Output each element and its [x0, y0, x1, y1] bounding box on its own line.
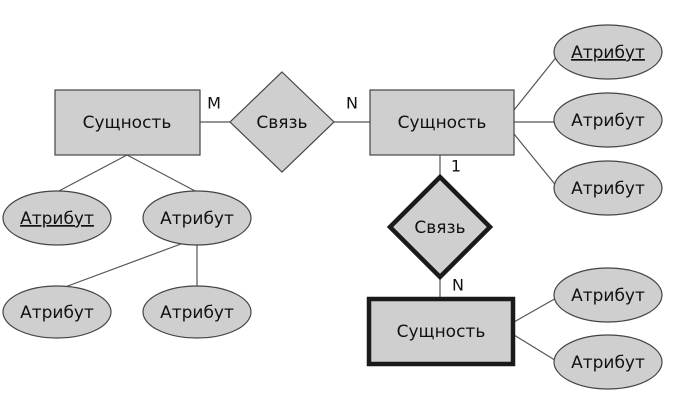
attribute-right-2: Атрибут	[553, 92, 663, 148]
attribute-weak-2-ellipse	[553, 334, 663, 390]
cardinality-one: 1	[451, 157, 461, 176]
attribute-right-key: Атрибут	[553, 24, 663, 80]
cardinality-right-n: N	[346, 94, 358, 113]
relationship-top-label: Связь	[256, 113, 307, 133]
relationship-top-diamond	[229, 71, 335, 173]
attribute-weak-2-label: Атрибут	[571, 353, 645, 373]
edge-entity-left-to-key	[56, 154, 128, 193]
entity-left-label: Сущность	[83, 113, 172, 133]
attribute-left-composite-ellipse	[142, 190, 252, 246]
attribute-right-2-ellipse	[553, 92, 663, 148]
entity-left-box	[54, 89, 201, 156]
attribute-right-3-ellipse	[553, 160, 663, 216]
attribute-right-key-label: Атрибут	[571, 43, 645, 63]
entity-right-top: Сущность	[369, 89, 515, 156]
relationship-middle-diamond	[386, 173, 494, 281]
attribute-left-sub-1: Атрибут	[2, 285, 112, 339]
attribute-weak-1: Атрибут	[553, 267, 663, 323]
entity-weak-box	[366, 296, 516, 367]
attribute-left-sub-1-label: Атрибут	[20, 303, 94, 323]
cardinality-weak-n: N	[452, 276, 464, 295]
cardinality-left-m: M	[207, 94, 221, 113]
attribute-left-key: Атрибут	[2, 190, 112, 246]
relationship-middle-label: Связь	[414, 218, 465, 238]
attribute-left-sub-2-ellipse	[142, 285, 252, 339]
attribute-left-sub-2-label: Атрибут	[160, 303, 234, 323]
attribute-left-composite-label: Атрибут	[160, 209, 234, 229]
edge-entity-left-to-composite	[126, 154, 198, 193]
entity-weak: Сущность	[366, 296, 516, 367]
edge-entity-right-to-key	[513, 54, 559, 111]
attribute-left-sub-1-ellipse	[2, 285, 112, 339]
relationship-middle: Связь	[386, 173, 494, 281]
attribute-right-key-ellipse	[553, 24, 663, 80]
entity-right-top-label: Сущность	[398, 113, 487, 133]
edge-weak-to-attr2	[513, 334, 559, 363]
relationship-top: Связь	[229, 71, 335, 173]
attribute-weak-1-label: Атрибут	[571, 286, 645, 306]
entity-left: Сущность	[54, 89, 201, 156]
entity-weak-label: Сущность	[397, 322, 486, 342]
attribute-weak-2: Атрибут	[553, 334, 663, 390]
attribute-right-3-label: Атрибут	[571, 179, 645, 199]
edge-entity-right-to-attr3	[513, 133, 559, 189]
attribute-left-key-ellipse	[2, 190, 112, 246]
attribute-right-3: Атрибут	[553, 160, 663, 216]
attribute-left-composite: Атрибут	[142, 190, 252, 246]
attribute-right-2-label: Атрибут	[571, 111, 645, 131]
entity-right-top-box	[369, 89, 515, 156]
edge-weak-to-attr1	[513, 296, 559, 323]
connectors	[56, 54, 559, 363]
edge-composite-to-sub1	[56, 237, 198, 291]
attribute-left-sub-2: Атрибут	[142, 285, 252, 339]
attribute-weak-1-ellipse	[553, 267, 663, 323]
attribute-left-key-label: Атрибут	[20, 209, 94, 229]
